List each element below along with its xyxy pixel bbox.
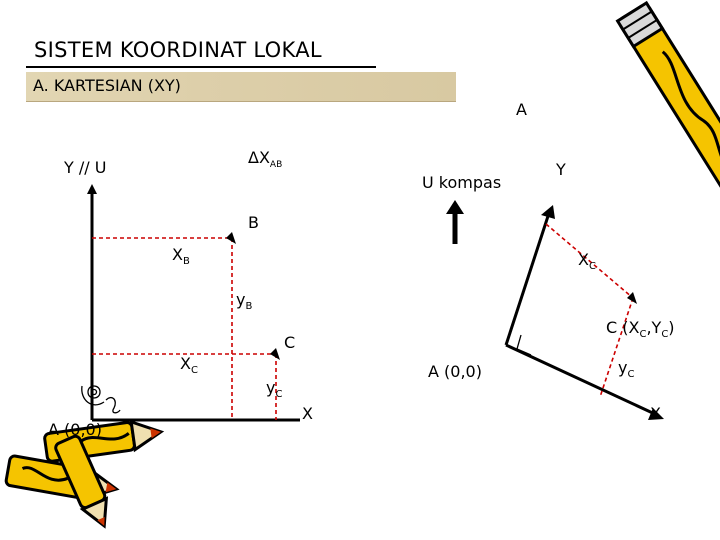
- title-underline: [26, 66, 376, 68]
- delta-x-label: ΔXAB: [248, 148, 283, 171]
- right-y-arrowhead: [541, 205, 555, 219]
- flower-icon: [81, 385, 121, 414]
- right-point-c-label: C (XC,YC): [606, 318, 675, 341]
- right-origin-label: A (0,0): [428, 362, 482, 381]
- left-coordinate-system: [81, 184, 300, 422]
- xb-label: XB: [172, 245, 190, 268]
- right-yc-label: yC: [618, 358, 635, 381]
- pencil-decoration-top: [615, 0, 720, 207]
- yb-label: yB: [236, 290, 253, 313]
- right-y-axis-label: Y: [556, 160, 566, 179]
- point-b-marker: [226, 232, 236, 244]
- section-band: A. KARTESIAN (XY): [26, 72, 456, 102]
- point-c-marker: [270, 348, 280, 360]
- left-origin-label: A (0,0): [48, 420, 102, 439]
- right-x-axis-label: X: [650, 404, 661, 423]
- left-y-axis-label: Y // U: [64, 158, 107, 177]
- north-arrow-head: [446, 200, 464, 214]
- page-title: SISTEM KOORDINAT LOKAL: [34, 38, 322, 62]
- point-a-label: A: [516, 100, 527, 119]
- xc-label: XC: [180, 354, 198, 377]
- point-b-label: B: [248, 213, 259, 232]
- north-compass-label: U kompas: [422, 173, 502, 192]
- right-point-c-marker: [627, 292, 637, 304]
- left-x-axis-label: X: [302, 404, 313, 423]
- right-coordinate-system: [446, 200, 664, 420]
- right-x-arrowhead: [648, 408, 664, 420]
- right-y-axis: [504, 209, 552, 346]
- left-y-arrowhead: [87, 184, 97, 194]
- right-xc-dashed-line: [545, 223, 634, 299]
- point-c-label: C: [284, 333, 296, 352]
- section-heading: A. KARTESIAN (XY): [33, 76, 181, 95]
- pencil-decoration-bottom: [4, 419, 165, 529]
- right-xc-label: XC: [578, 250, 596, 273]
- right-x-axis: [505, 343, 658, 417]
- right-yc-dashed-line: [599, 297, 634, 398]
- right-angle-mark: [516, 334, 532, 356]
- yc-label: yC: [266, 378, 283, 401]
